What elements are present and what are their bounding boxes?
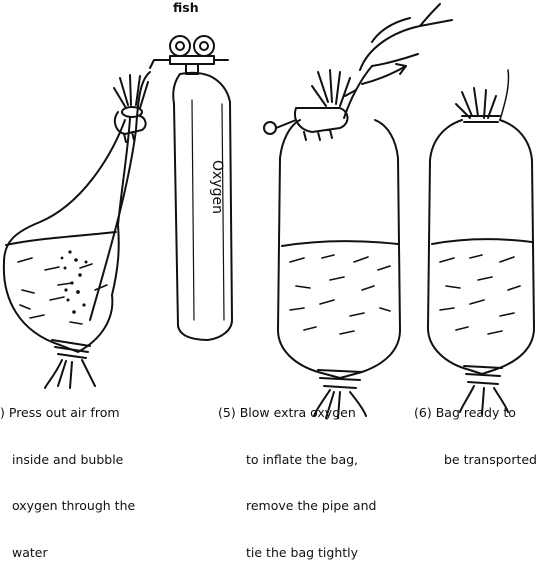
caption-number: (5)	[218, 405, 236, 420]
caption-number: (6)	[414, 405, 432, 420]
bag-outline	[428, 120, 534, 374]
panel-bag-ready	[428, 70, 534, 414]
bubbles	[61, 250, 88, 313]
fish-icon	[18, 258, 107, 324]
caption-line: be transported	[414, 452, 537, 468]
caption-line: inside and bubble	[0, 452, 135, 468]
panel-press-out-air	[4, 72, 150, 388]
caption-line: remove the pipe and	[218, 498, 376, 514]
panel-inflate-bag	[264, 4, 452, 418]
water-line	[6, 232, 116, 245]
hand-icon	[360, 4, 452, 70]
caption-line: Press out air from	[9, 405, 120, 420]
pipe-clip	[264, 122, 276, 134]
caption-line: oxygen through the	[0, 498, 135, 514]
caption-step-4: ) Press out air from inside and bubble o…	[0, 374, 135, 576]
caption-step-5: (5) Blow extra oxygen to inflate the bag…	[218, 374, 376, 576]
caption-line: Blow extra oxygen	[240, 405, 356, 420]
bag-top-gather	[456, 88, 496, 118]
caption-line: to inflate the bag,	[218, 452, 376, 468]
bag-outline	[278, 120, 400, 378]
cylinder-label: Oxygen	[209, 160, 225, 214]
bag-outline	[4, 118, 130, 352]
caption-step-6: (6) Bag ready to be transported	[414, 374, 537, 483]
caption-line: Bag ready to	[436, 405, 516, 420]
gauge-icon	[194, 36, 214, 56]
hand-icon	[295, 108, 348, 140]
gauge-icon	[170, 36, 190, 56]
water-line	[282, 241, 398, 246]
fish-icon	[290, 255, 390, 334]
bag-top-gather	[312, 70, 356, 106]
caption-number: )	[0, 405, 5, 420]
oxygen-pipe	[344, 66, 372, 118]
bag-neck-tie	[122, 107, 142, 117]
bag-top-gather	[114, 75, 148, 108]
fish-icon	[440, 255, 520, 334]
caption-line: tie the bag tightly	[218, 545, 376, 561]
caption-line: water	[0, 545, 135, 561]
bag-neck-tie	[462, 116, 500, 122]
water-line	[432, 239, 532, 244]
